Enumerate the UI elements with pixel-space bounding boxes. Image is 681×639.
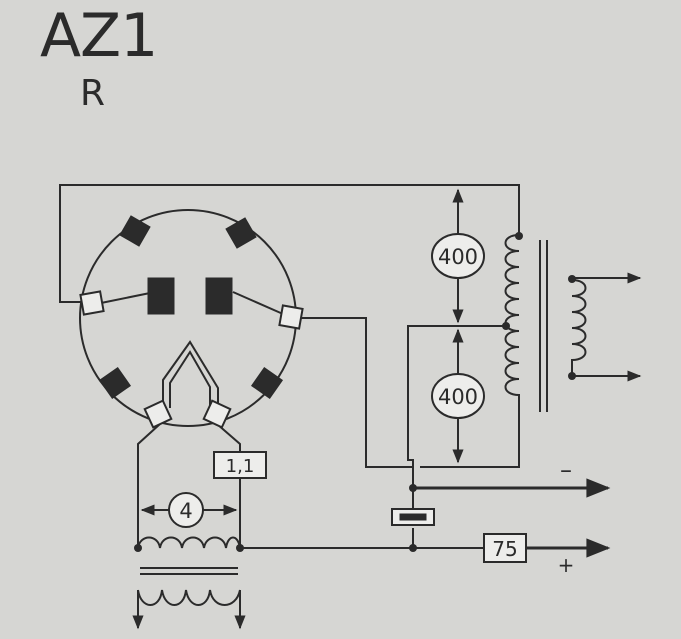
hv-primary-coil [571,279,587,376]
voltage-upper-label-bg [431,233,485,279]
tube-getter-top-right [225,217,257,249]
filament-lead-right [216,423,241,548]
tube-pin-filament-left [143,399,173,429]
filament-secondary-coil [137,536,241,549]
tube-pin-anode1 [79,290,105,316]
tube-type-title: AZ1 [40,1,158,71]
anode1-lead [100,292,151,304]
filament-lead-left [137,423,161,548]
filament-current-label-bg [213,451,267,479]
tube-pin-filament-right [202,399,232,429]
hv-secondary-coil [504,234,520,405]
cathode-inner [169,350,211,408]
tube-getter-bottom-right [250,366,284,400]
positive-polarity-label: + [558,553,575,577]
output-current-label-bg [483,533,527,563]
anode2-plate [205,277,233,315]
anode2-lead [232,291,284,315]
secondary-bottom-wire [420,405,520,468]
anode1-plate [147,277,175,315]
voltage-lower-label-bg [431,373,485,419]
filament-primary-coil [137,589,241,606]
tube-getter-top-left [119,215,151,247]
filament-voltage-label: 4 [179,499,192,523]
anode2-wire [300,317,413,468]
output-current-label: 75 [492,537,517,561]
tube-base-subtitle: R [80,73,106,114]
negative-polarity-label: – [560,456,572,484]
voltage-lower-label: 400 [438,385,478,409]
tube-getter-bottom-left [98,366,132,400]
filament-voltage-label-bg [168,492,204,528]
cathode [162,340,219,410]
anode1-wire [59,184,520,303]
voltage-upper-label: 400 [438,245,478,269]
tube-pin-anode2 [278,304,304,330]
filament-current-label: 1,1 [226,456,255,477]
